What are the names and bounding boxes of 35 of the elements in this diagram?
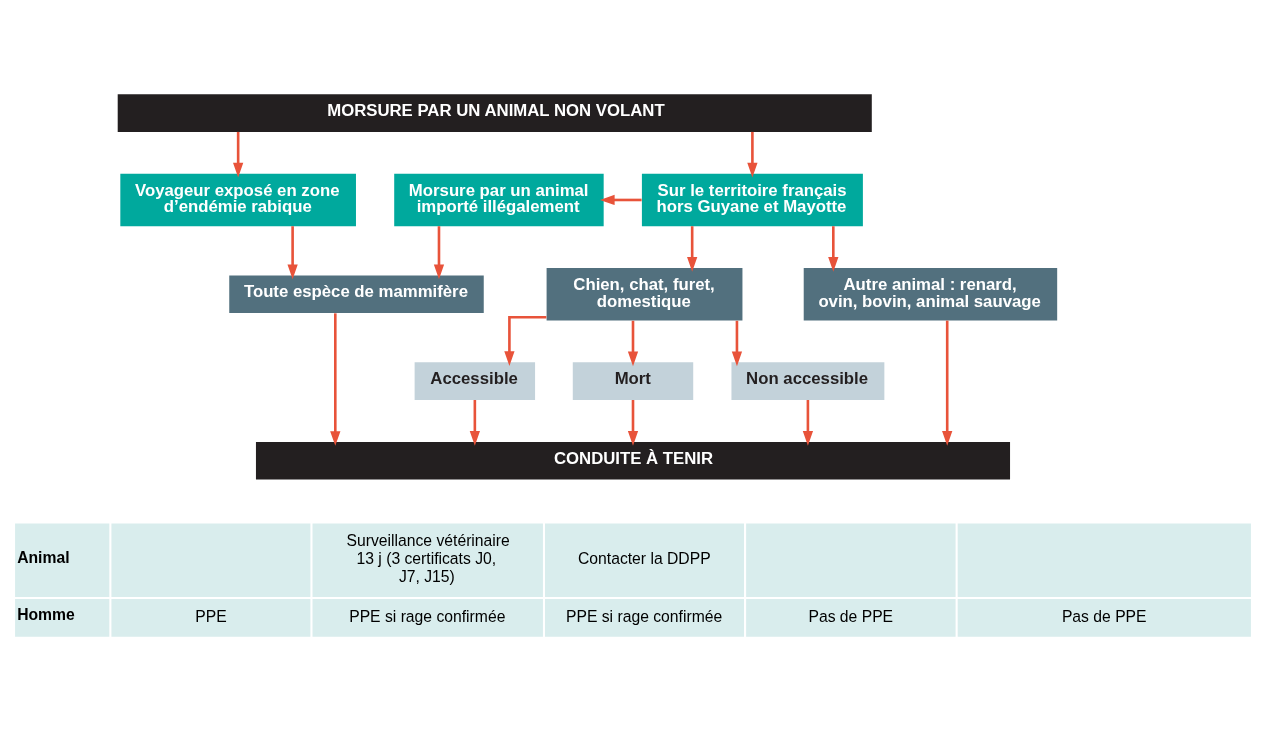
arrow	[599, 194, 642, 205]
label: PPE si rage confirmée	[349, 607, 506, 625]
label: PPE	[195, 607, 227, 625]
node-box: Autre animal : renard, ovin, bovin, animal sauvage	[803, 267, 1058, 320]
arrow	[802, 399, 814, 446]
arrow	[504, 315, 547, 366]
node-box: Toute espèce de mammifère	[229, 274, 484, 313]
label: Pas de PPE	[808, 607, 894, 625]
node-box: Mort	[572, 361, 694, 400]
arrow	[627, 399, 639, 446]
node-box: CONDUITE À TENIR	[255, 441, 1011, 480]
arrow	[233, 131, 244, 178]
node-box: Sur le territoire français hors Guyane et Mayotte	[641, 173, 863, 226]
node-box: Morsure par un animal importé illégalement	[394, 173, 604, 226]
node-box: Non accessible	[731, 361, 885, 400]
label: Surveillance vétérinaire 13 j (3 certificats J0, J7, J15)	[346, 531, 510, 585]
arrow	[469, 399, 480, 446]
label: PPE si rage confirmée	[565, 607, 723, 625]
arrow	[731, 320, 743, 366]
arrow	[330, 312, 341, 446]
arrow	[747, 131, 758, 178]
arrow	[828, 225, 839, 272]
label: Homme	[17, 605, 75, 623]
node-box: Accessible	[414, 361, 536, 400]
label: Contacter la DDPP	[578, 549, 711, 567]
label: Pas de PPE	[1061, 607, 1147, 625]
arrow	[287, 225, 298, 279]
node-box: Voyageur exposé en zone d’endémie rabique	[120, 173, 356, 226]
node-box: Chien, chat, furet, domestique	[546, 267, 743, 320]
node-box: MORSURE PAR UN ANIMAL NON VOLANT	[117, 93, 872, 132]
arrow	[942, 320, 953, 446]
label: Animal	[17, 548, 70, 566]
arrow	[433, 225, 445, 279]
arrow	[627, 320, 639, 366]
arrow	[687, 225, 698, 272]
